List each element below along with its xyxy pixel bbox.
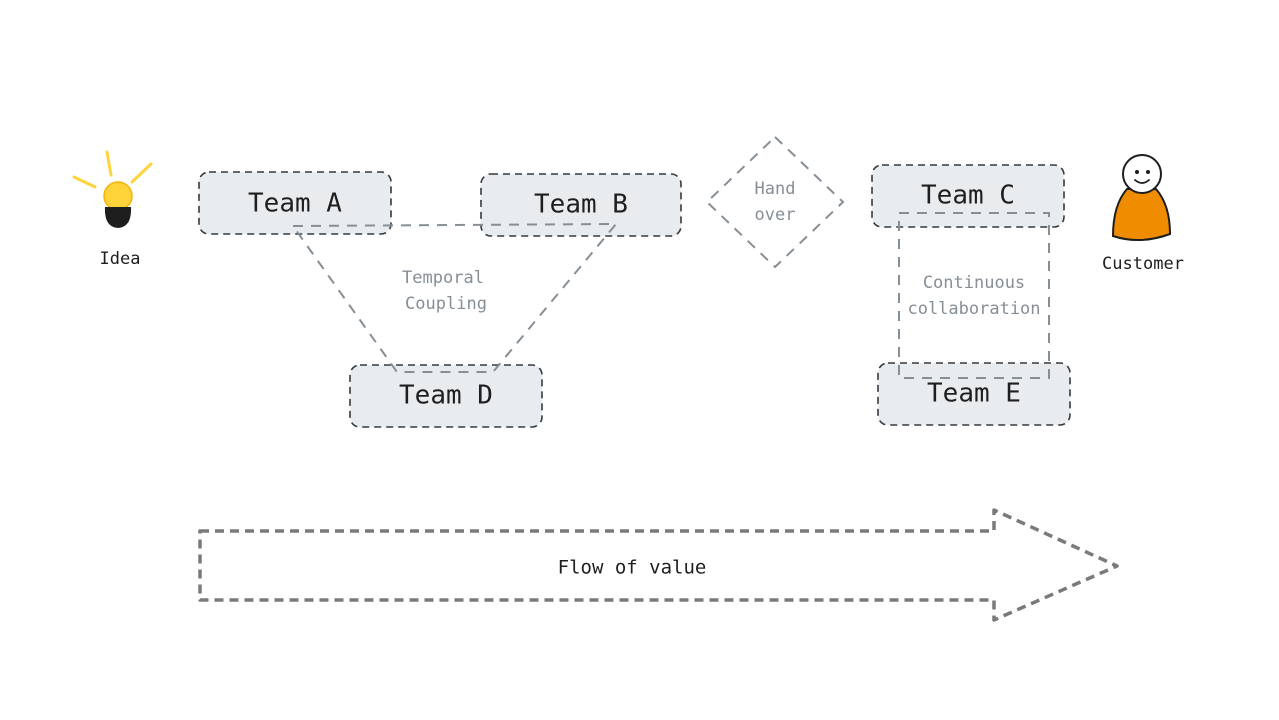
continuous-collaboration-connector (898, 212, 1050, 379)
temporal-coupling-label-line2: Coupling (405, 294, 487, 314)
temporal-coupling-connector (291, 222, 619, 373)
team-e-node[interactable]: Team E (877, 362, 1071, 426)
person-icon (1111, 154, 1172, 241)
idea-label: Idea (100, 249, 141, 269)
handover-label-line2: over (755, 205, 796, 225)
team-e-label: Team E (927, 379, 1021, 409)
handover-label-line1: Hand (755, 179, 796, 199)
temporal-coupling-label-line1: Temporal (402, 268, 484, 288)
lightbulb-icon (72, 150, 153, 228)
team-d-node[interactable]: Team D (349, 364, 543, 428)
team-c-node[interactable]: Team C (871, 164, 1065, 228)
flow-of-value-arrow (198, 508, 1119, 622)
team-d-label: Team D (399, 381, 493, 411)
collaboration-label-line1: Continuous (923, 273, 1025, 293)
team-b-label: Team B (534, 190, 628, 220)
customer-label: Customer (1102, 254, 1184, 274)
team-a-label: Team A (248, 189, 342, 219)
team-c-label: Team C (921, 181, 1015, 211)
team-b-node[interactable]: Team B (480, 173, 682, 237)
team-a-node[interactable]: Team A (198, 171, 392, 235)
flow-of-value-label: Flow of value (558, 557, 707, 579)
collaboration-label-line2: collaboration (907, 299, 1040, 319)
handover-diamond (705, 135, 845, 269)
